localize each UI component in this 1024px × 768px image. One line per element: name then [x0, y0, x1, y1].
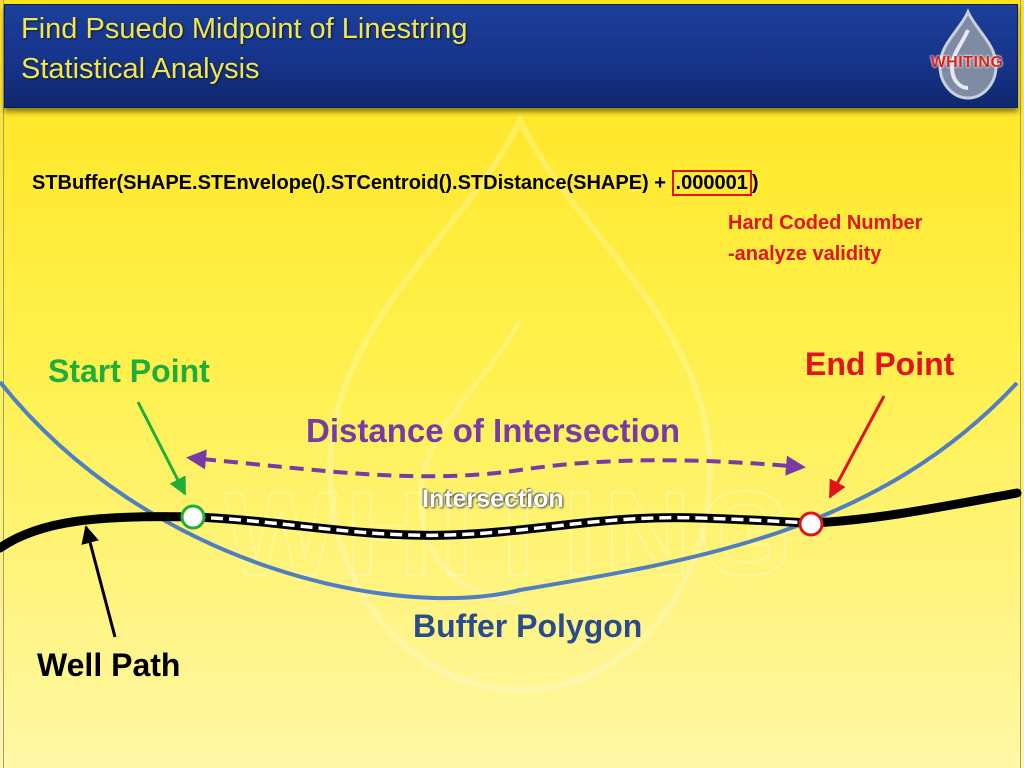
validity-note: -analyze validity [728, 243, 882, 265]
drop-logo-icon [938, 8, 998, 100]
intersection-label: Intersection [422, 485, 564, 513]
formula-suffix: ) [751, 172, 759, 194]
hard-coded-note: Hard Coded Number [728, 212, 923, 234]
start-point-arrow [136, 401, 187, 496]
header-banner: Find Psuedo Midpoint of Linestring Stati… [4, 4, 1018, 108]
distance-arrow [186, 449, 806, 479]
start-point-marker [180, 504, 206, 530]
end-point-arrow [828, 395, 886, 499]
start-point-label: Start Point [48, 353, 210, 389]
intersection-segment [192, 515, 811, 538]
slide-subtitle: Statistical Analysis [21, 53, 260, 85]
distance-of-intersection-label: Distance of Intersection [306, 412, 681, 449]
end-point-label: End Point [805, 346, 955, 382]
buffer-polygon-label: Buffer Polygon [413, 608, 643, 644]
end-point-marker [798, 511, 824, 537]
hard-coded-number-highlight: .000001 [671, 170, 752, 196]
formula-text: STBuffer(SHAPE.STEnvelope().STCentroid()… [32, 170, 758, 196]
slide-title: Find Psuedo Midpoint of Linestring [21, 13, 468, 45]
well-path-arrow [81, 525, 117, 638]
logo-text: WHITING [930, 54, 1004, 71]
formula-prefix: STBuffer(SHAPE.STEnvelope().STCentroid()… [32, 172, 672, 194]
well-path-label: Well Path [37, 647, 181, 683]
